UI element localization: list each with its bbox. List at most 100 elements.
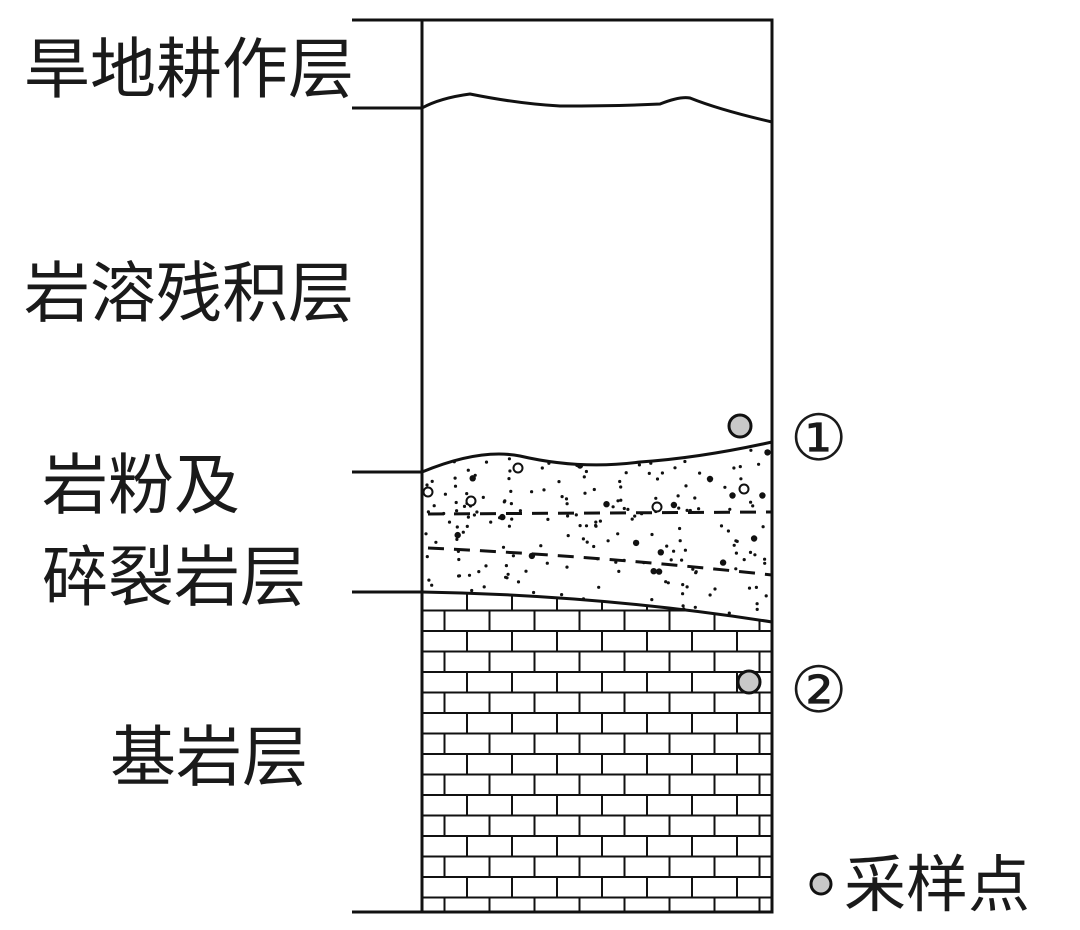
powder-dot <box>666 581 670 585</box>
powder-dot <box>508 469 512 473</box>
powder-dot <box>748 550 753 555</box>
powder-dot <box>708 479 712 483</box>
powder-dot <box>595 604 599 608</box>
powder-dot <box>584 524 589 528</box>
powder-dot <box>650 532 654 537</box>
powder-dot <box>713 587 717 591</box>
powder-dot <box>583 491 587 495</box>
powder-dot <box>742 558 746 562</box>
powder-dot <box>594 524 598 528</box>
powder-dot <box>453 476 457 480</box>
powder-dot <box>654 496 658 500</box>
powder-dot <box>589 459 593 463</box>
powder-dot <box>670 501 678 509</box>
powder-dot <box>647 471 651 475</box>
powder-dot <box>619 485 623 489</box>
powder-dot <box>454 531 461 539</box>
rock-fragment-ring <box>512 462 524 474</box>
powder-dot <box>481 495 485 499</box>
powder-dot <box>499 513 506 521</box>
powder-dot <box>457 557 461 562</box>
powder-dot <box>755 602 759 606</box>
powder-dot <box>484 564 488 568</box>
powder-dot <box>560 593 564 597</box>
layer-label-bedrock: 基岩层 <box>110 719 308 796</box>
powder-dot <box>516 580 521 584</box>
powder-dot <box>664 580 668 584</box>
powder-dot <box>682 452 686 456</box>
powder-dot <box>597 585 601 589</box>
powder-dot <box>466 468 470 472</box>
powder-dot <box>681 604 685 608</box>
powder-dot <box>734 567 738 571</box>
powder-dot <box>489 520 493 524</box>
powder-dot <box>470 588 474 593</box>
powder-dot <box>754 585 759 590</box>
powder-dot <box>443 492 447 496</box>
rock-fragment-ring <box>422 486 434 498</box>
powder-dot <box>524 569 528 573</box>
powder-dot <box>427 578 431 582</box>
powder-dot <box>719 524 724 528</box>
powder-dot <box>683 459 687 464</box>
powder-dot <box>510 517 514 521</box>
sample-marker-1: ① <box>790 402 847 476</box>
powder-dot <box>681 592 685 596</box>
powder-dot <box>545 561 549 565</box>
powder-dot <box>747 586 752 590</box>
powder-dot <box>432 504 436 508</box>
powder-dot <box>430 583 434 587</box>
powder-dot <box>678 526 682 531</box>
powder-dot <box>530 490 534 494</box>
powder-dot <box>557 480 561 484</box>
powder-dot <box>650 568 657 575</box>
powder-dot <box>470 450 474 454</box>
powder-dot <box>582 475 586 479</box>
powder-dot <box>472 513 476 517</box>
powder-dot <box>611 505 615 509</box>
powder-dot <box>693 496 697 500</box>
powder-dot <box>462 504 467 508</box>
powder-dot <box>693 618 697 622</box>
powder-dot <box>543 616 547 620</box>
powder-dot <box>680 558 684 562</box>
rock-powder-dots <box>422 448 771 622</box>
powder-dot <box>565 502 569 506</box>
powder-dot <box>693 605 697 609</box>
powder-dot <box>502 500 506 504</box>
boundary-powder-bedrock <box>421 590 773 624</box>
powder-dot <box>542 488 546 492</box>
powder-dot <box>633 514 637 518</box>
powder-dot <box>759 492 766 499</box>
legend-label: 采样点 <box>844 848 1030 921</box>
powder-dot <box>592 487 596 492</box>
powder-dot <box>727 611 731 615</box>
powder-dot <box>755 607 759 612</box>
powder-dot <box>455 537 459 542</box>
powder-dot <box>593 457 597 461</box>
powder-dot <box>467 573 472 577</box>
powder-dot <box>455 509 459 513</box>
powder-dot <box>673 466 677 470</box>
powder-dot <box>632 539 640 547</box>
powder-dot <box>734 551 739 555</box>
powder-dot <box>482 585 486 589</box>
powder-dot <box>528 453 532 457</box>
powder-dot <box>637 463 642 467</box>
powder-dot <box>655 477 660 481</box>
powder-dot <box>535 451 543 458</box>
powder-dot <box>581 537 586 541</box>
powder-dot <box>685 508 689 512</box>
powder-dot <box>750 535 758 542</box>
powder-dot <box>749 500 753 504</box>
powder-dot <box>624 471 628 475</box>
powder-dot <box>454 500 458 505</box>
powder-dot <box>560 495 564 499</box>
powder-dot <box>447 520 452 524</box>
powder-dot <box>481 448 485 453</box>
powder-dot <box>477 570 481 574</box>
powder-dot <box>617 569 621 574</box>
powder-dot <box>434 540 438 544</box>
powder-dot <box>677 506 681 510</box>
powder-dot <box>735 539 739 544</box>
